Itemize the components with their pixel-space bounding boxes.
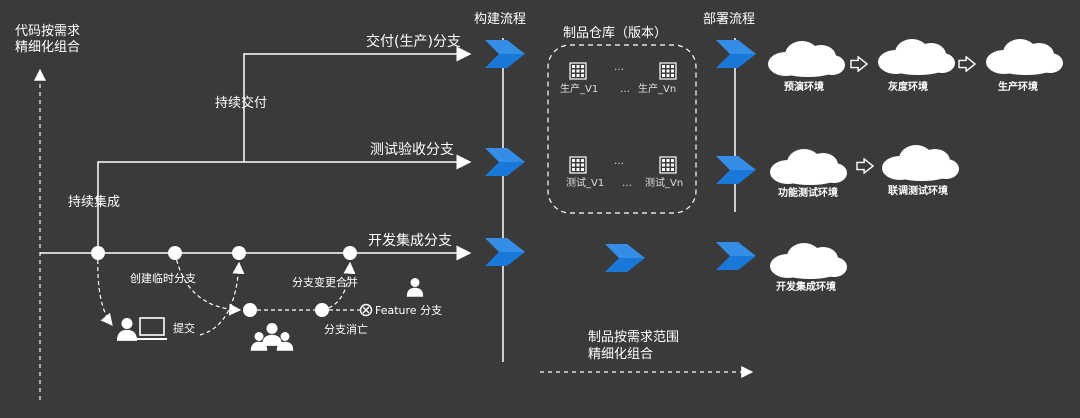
artifact-test-v1: 测试_V1 <box>566 178 605 189</box>
left-axis-title-2: 精细化组合 <box>15 40 81 55</box>
blue-chevron-arrow-icon <box>485 148 525 176</box>
artifact-ellipsis: … <box>622 178 632 189</box>
artifact-prod-vn: 生产_Vn <box>638 84 677 95</box>
branch-testing-label: 测试验收分支 <box>370 142 454 158</box>
hollow-arrow-icon <box>856 158 874 174</box>
dashed-submit-path <box>97 252 113 326</box>
blue-chevron-arrow-icon <box>716 40 756 68</box>
hollow-arrow-icon <box>850 56 868 72</box>
env-dev-integration-label: 开发集成环境 <box>776 282 836 293</box>
dashed-merge-up <box>321 261 356 311</box>
prod-branch-line <box>243 46 472 162</box>
artifact-ellipsis: … <box>614 156 624 167</box>
left-axis-title-1: 代码按需求 <box>15 24 81 39</box>
bottom-axis-title-2: 精细化组合 <box>588 347 654 362</box>
hollow-arrow-icon <box>958 56 976 72</box>
cloud-icon <box>770 149 847 185</box>
submit-label: 提交 <box>173 322 195 335</box>
artifact-grid-icon <box>659 62 677 80</box>
blue-chevron-arrow-icon <box>605 244 645 272</box>
person-icon <box>406 278 424 297</box>
blue-chevron-arrow-icon <box>716 156 756 184</box>
person-icon <box>116 318 138 341</box>
branch-removed-label: 分支消亡 <box>324 323 368 336</box>
env-production-label: 生产环境 <box>998 82 1038 93</box>
team-icon <box>250 323 294 351</box>
merge-branch-change-label: 分支变更合并 <box>292 276 358 289</box>
cloud-icon <box>986 39 1063 75</box>
branch-production-label: 交付(生产)分支 <box>366 34 461 50</box>
artifact-repo-box <box>547 44 697 214</box>
artifact-grid-icon <box>569 62 587 80</box>
blue-chevron-arrow-icon <box>716 242 756 270</box>
branch-development-label: 开发集成分支 <box>368 233 452 249</box>
continuous-delivery-label: 持续交付 <box>215 96 268 111</box>
feature-branch-label: Feature 分支 <box>375 304 443 317</box>
test-branch-line <box>97 154 472 253</box>
bottom-axis-title-1: 制品按需求范围 <box>588 330 680 345</box>
env-pre-release-label: 预演环境 <box>784 82 824 93</box>
node-merge-change <box>343 246 357 260</box>
node-merge-in <box>232 246 246 260</box>
env-gray-label: 灰度环境 <box>888 82 928 93</box>
artifact-grid-icon <box>659 156 677 174</box>
computer-icon <box>137 317 167 340</box>
blue-chevron-arrow-icon <box>485 238 525 266</box>
artifact-grid-icon <box>569 156 587 174</box>
blue-chevron-arrow-icon <box>485 40 525 68</box>
cloud-icon <box>770 243 847 279</box>
env-integration-test-label: 联调测试环境 <box>888 186 948 197</box>
cloud-icon <box>768 41 845 77</box>
cloud-icon <box>882 145 959 181</box>
env-functional-test-label: 功能测试环境 <box>778 188 838 199</box>
artifact-ellipsis: … <box>614 62 624 73</box>
cloud-icon <box>878 39 955 75</box>
close-circle-icon <box>359 303 373 317</box>
artifact-prod-v1: 生产_V1 <box>560 84 599 95</box>
create-temp-branch-label: 创建临时分支 <box>130 272 196 285</box>
build-stage-title: 构建流程 <box>474 12 527 27</box>
artifact-repo-title: 制品仓库（版本） <box>563 26 668 41</box>
dashed-submit-return <box>199 261 245 336</box>
artifact-ellipsis: … <box>620 84 630 95</box>
artifact-test-vn: 测试_Vn <box>645 178 684 189</box>
continuous-integration-label: 持续集成 <box>68 195 121 210</box>
deploy-stage-title: 部署流程 <box>703 12 756 27</box>
